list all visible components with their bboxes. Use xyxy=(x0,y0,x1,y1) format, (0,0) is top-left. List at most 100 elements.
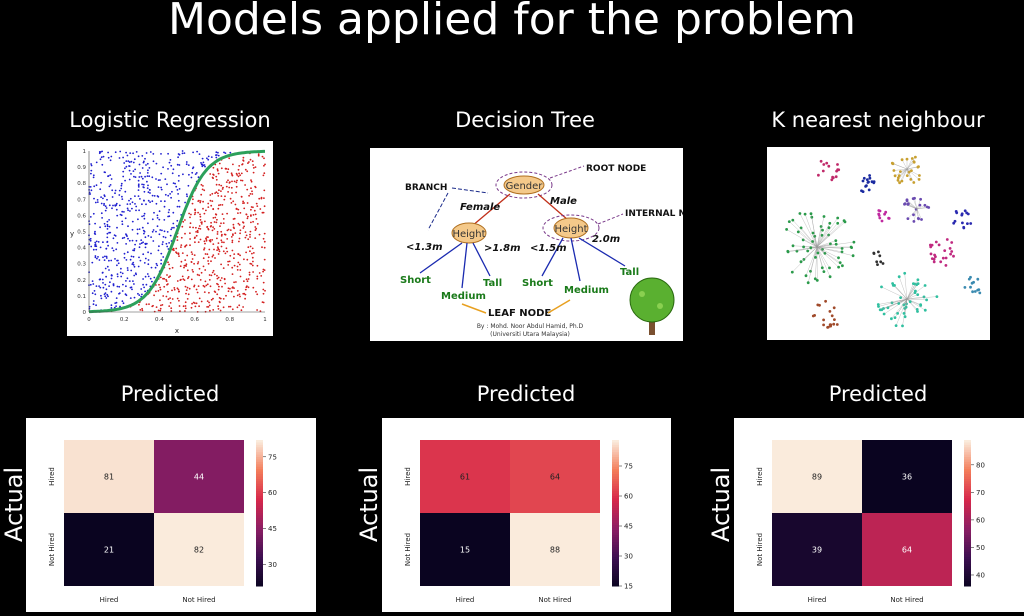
scatter-point-class-0 xyxy=(191,172,193,174)
scatter-point-class-0 xyxy=(168,209,170,211)
scatter-point-class-0 xyxy=(144,158,146,160)
scatter-point-class-1 xyxy=(216,184,218,186)
scatter-point-class-0 xyxy=(170,159,172,161)
scatter-point-class-1 xyxy=(177,239,179,241)
scatter-point-class-0 xyxy=(158,245,160,247)
scatter-point-class-0 xyxy=(123,302,125,304)
scatter-point-class-0 xyxy=(92,292,94,294)
scatter-point-class-0 xyxy=(188,174,190,176)
scatter-point-class-0 xyxy=(134,244,136,246)
scatter-point-class-0 xyxy=(182,173,184,175)
x-tick-label: 0.8 xyxy=(225,317,234,323)
scatter-point-class-1 xyxy=(237,306,239,308)
scatter-point-class-1 xyxy=(187,287,189,289)
scatter-point-class-0 xyxy=(90,170,92,172)
scatter-point-class-0 xyxy=(90,240,92,242)
scatter-point-class-0 xyxy=(129,179,131,181)
scatter-point-class-1 xyxy=(207,203,209,205)
scatter-point-class-1 xyxy=(242,201,244,203)
scatter-point-class-1 xyxy=(236,208,238,210)
scatter-point-class-0 xyxy=(137,233,139,235)
scatter-point-class-0 xyxy=(93,174,95,176)
scatter-point-class-1 xyxy=(201,221,203,223)
scatter-point-class-0 xyxy=(157,217,159,219)
scatter-point-class-0 xyxy=(170,229,172,231)
scatter-point-class-0 xyxy=(170,235,172,237)
scatter-point-class-1 xyxy=(207,206,209,208)
scatter-point-class-0 xyxy=(145,258,147,260)
scatter-point-class-0 xyxy=(163,236,165,238)
scatter-point-class-1 xyxy=(227,168,229,170)
scatter-point-class-0 xyxy=(127,238,129,240)
x-tick-label: 0.4 xyxy=(155,317,164,323)
scatter-point-class-0 xyxy=(105,268,107,270)
y-tick-label: 0.4 xyxy=(77,246,86,252)
scatter-point-class-1 xyxy=(209,173,211,175)
y-category-label: Hired xyxy=(756,467,764,486)
scatter-point-class-0 xyxy=(97,256,99,258)
scatter-point-class-1 xyxy=(220,239,222,241)
scatter-point-class-1 xyxy=(238,304,240,306)
scatter-point-class-1 xyxy=(247,280,249,282)
scatter-point-class-1 xyxy=(232,164,234,166)
scatter-point-class-1 xyxy=(183,305,185,307)
scatter-point-class-1 xyxy=(237,266,239,268)
scatter-point-class-0 xyxy=(134,158,136,160)
scatter-point-class-0 xyxy=(115,151,117,153)
scatter-point-class-0 xyxy=(119,205,121,207)
scatter-point-class-0 xyxy=(127,155,129,157)
scatter-point-class-0 xyxy=(141,176,143,178)
scatter-point-class-1 xyxy=(223,222,225,224)
scatter-point-class-0 xyxy=(122,237,124,239)
scatter-point-class-1 xyxy=(162,304,164,306)
colorbar-tick-label: 60 xyxy=(268,489,277,497)
scatter-point-class-1 xyxy=(218,289,220,291)
tree-internal-label: INTERNAL NODE xyxy=(625,209,683,219)
scatter-point-class-1 xyxy=(226,181,228,183)
scatter-point-class-1 xyxy=(241,173,243,175)
scatter-point-class-0 xyxy=(156,163,158,165)
scatter-point-class-1 xyxy=(249,263,251,265)
tree-right-edge: Male xyxy=(550,196,577,207)
scatter-point-class-0 xyxy=(161,230,163,232)
scatter-point-class-0 xyxy=(93,213,95,215)
scatter-point-class-0 xyxy=(95,202,97,204)
scatter-point-class-0 xyxy=(160,263,162,265)
scatter-point-class-0 xyxy=(109,174,111,176)
scatter-point-class-0 xyxy=(125,243,127,245)
scatter-point-class-1 xyxy=(192,198,194,200)
scatter-point-class-0 xyxy=(138,180,140,182)
scatter-point-class-1 xyxy=(211,299,213,301)
scatter-point-class-1 xyxy=(223,199,225,201)
scatter-point-class-0 xyxy=(118,194,120,196)
scatter-point-class-0 xyxy=(107,175,109,177)
scatter-point-class-1 xyxy=(216,249,218,251)
x-tick-label: 0.2 xyxy=(120,317,129,323)
scatter-point-class-0 xyxy=(90,246,92,248)
scatter-point-class-1 xyxy=(163,286,165,288)
scatter-point-class-0 xyxy=(129,240,131,242)
network-cluster xyxy=(891,156,921,184)
scatter-point-class-1 xyxy=(158,310,160,312)
heatmap-cell-value: 44 xyxy=(194,473,204,482)
scatter-point-class-1 xyxy=(232,308,234,310)
scatter-point-class-1 xyxy=(195,231,197,233)
tree-leaf: Short xyxy=(400,275,431,286)
scatter-point-class-0 xyxy=(116,297,118,299)
scatter-point-class-0 xyxy=(102,282,104,284)
scatter-point-class-1 xyxy=(229,181,231,183)
model-title-tree: Decision Tree xyxy=(395,107,655,133)
scatter-point-class-1 xyxy=(214,257,216,259)
scatter-point-class-0 xyxy=(167,168,169,170)
scatter-point-class-1 xyxy=(203,249,205,251)
scatter-point-class-1 xyxy=(245,252,247,254)
scatter-point-class-1 xyxy=(245,213,247,215)
scatter-point-class-0 xyxy=(104,295,106,297)
scatter-point-class-0 xyxy=(201,164,203,166)
scatter-point-class-1 xyxy=(166,274,168,276)
scatter-point-class-0 xyxy=(186,161,188,163)
scatter-point-class-1 xyxy=(240,229,242,231)
scatter-point-class-1 xyxy=(184,265,186,267)
scatter-point-class-0 xyxy=(167,195,169,197)
